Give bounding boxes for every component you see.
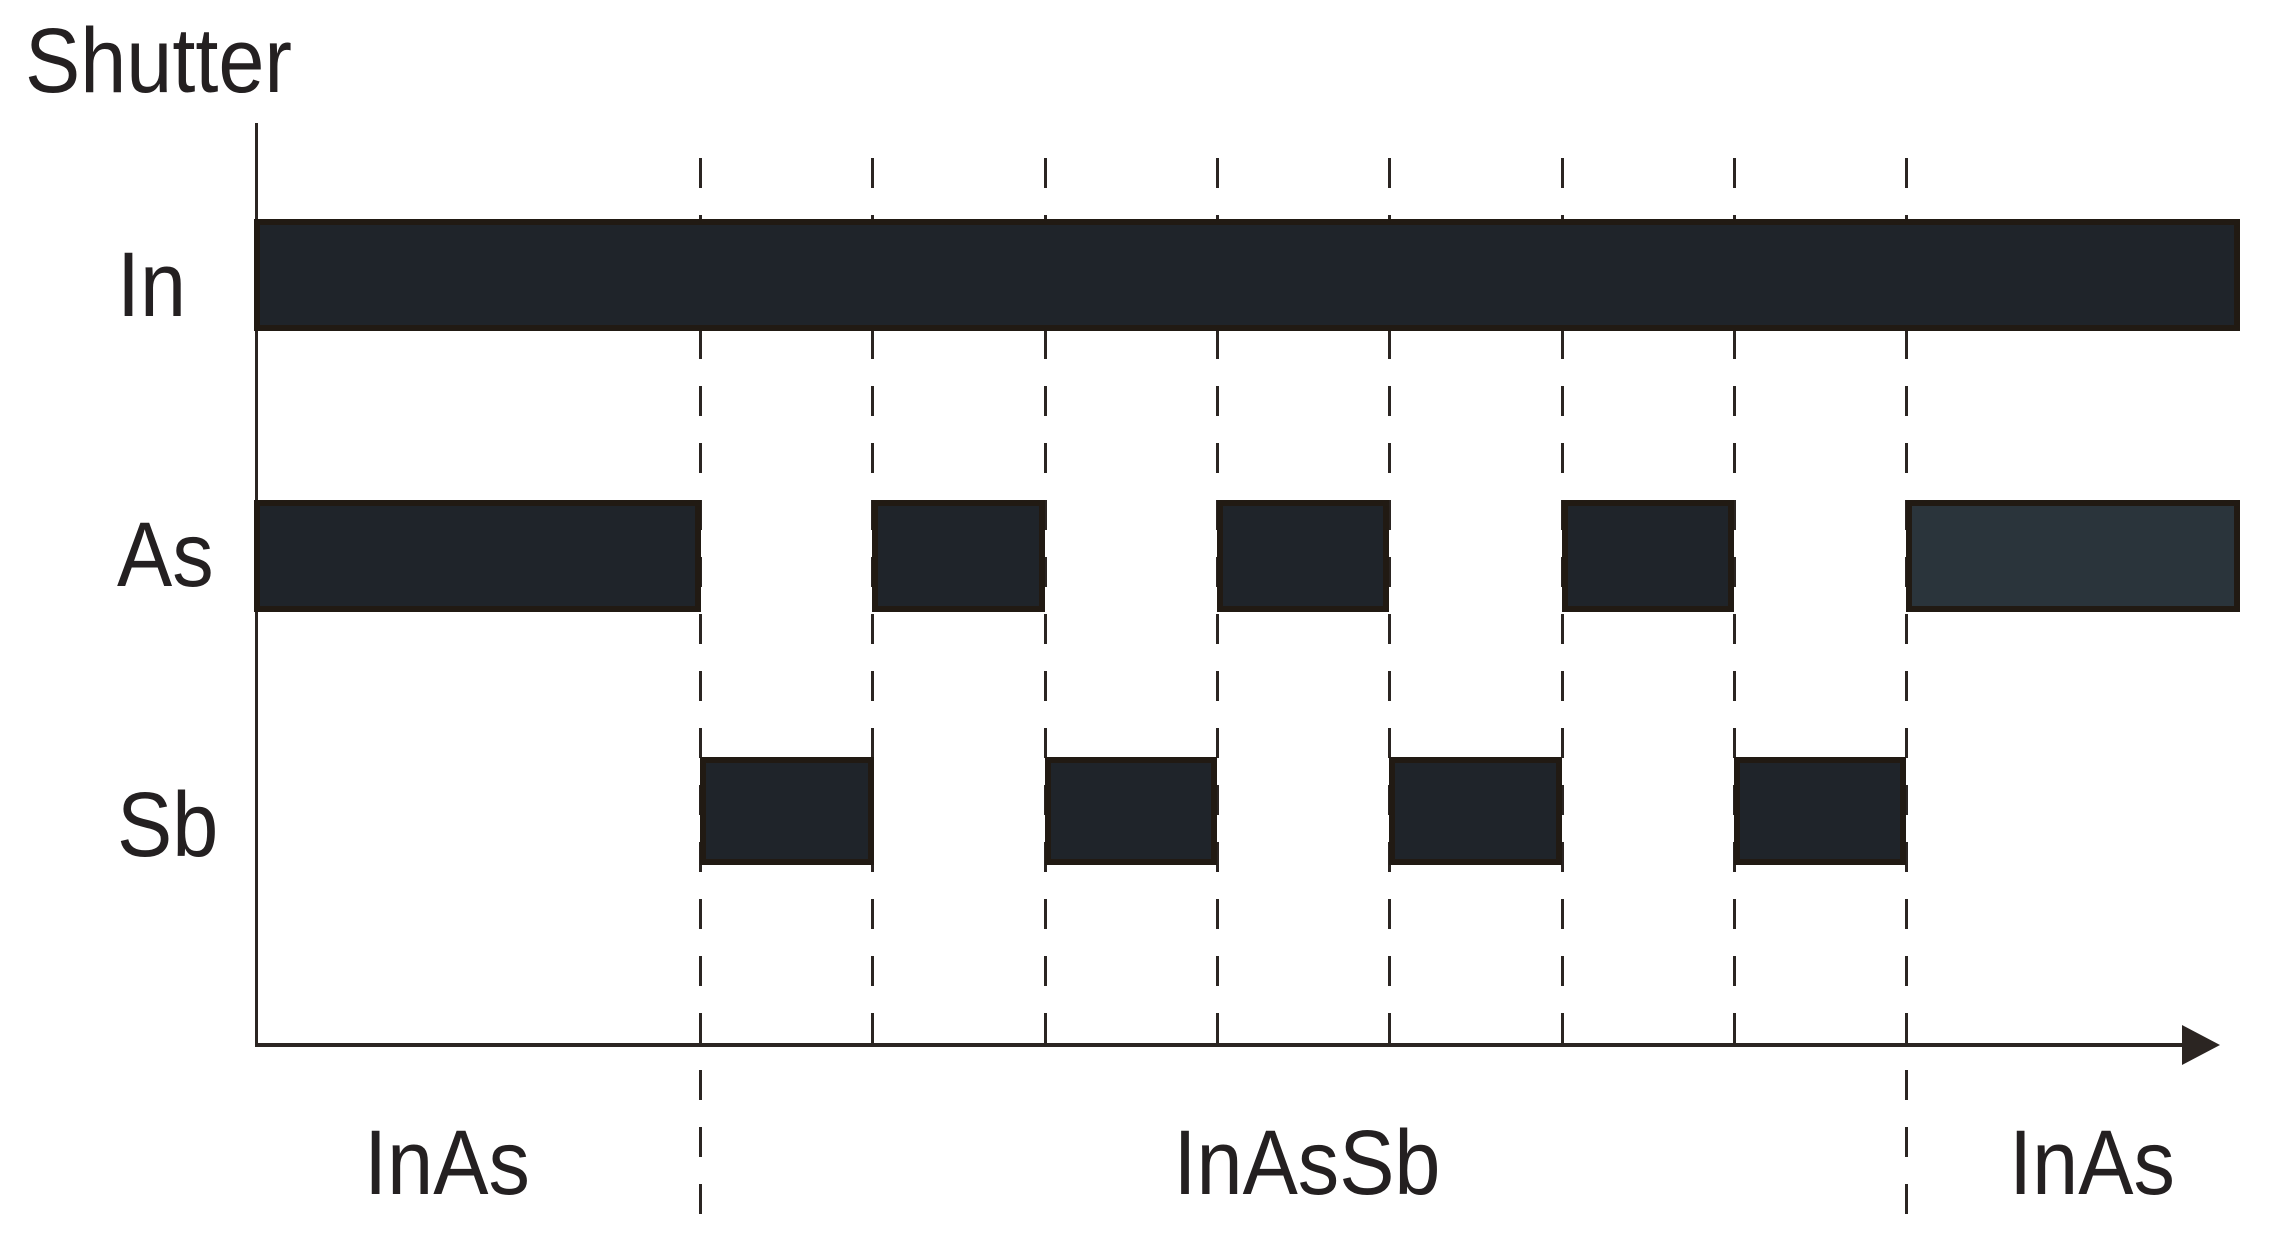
row-label-sb: Sb bbox=[117, 774, 219, 876]
as-shutter-bar bbox=[872, 500, 1045, 612]
row-label-in: In bbox=[117, 234, 187, 336]
long-dashed-gridline bbox=[1905, 158, 1908, 1226]
dashed-gridline bbox=[1388, 158, 1391, 1045]
sb-shutter-bar bbox=[1389, 757, 1562, 865]
long-dashed-gridline bbox=[699, 158, 702, 1226]
row-label-as: As bbox=[117, 504, 214, 606]
in-shutter-bar bbox=[254, 219, 2240, 331]
sb-shutter-bar bbox=[1734, 757, 1906, 865]
sb-shutter-bar bbox=[1045, 757, 1217, 865]
as-shutter-bar bbox=[1217, 500, 1389, 612]
time-axis-arrowhead-icon bbox=[2182, 1025, 2220, 1065]
region-label-inassb: InAsSb bbox=[1173, 1112, 1441, 1214]
region-label-inas-last: InAs bbox=[2009, 1112, 2175, 1214]
as-shutter-bar bbox=[1906, 500, 2240, 612]
sb-shutter-bar bbox=[700, 757, 874, 865]
time-axis-line bbox=[256, 1043, 2184, 1047]
as-shutter-bar bbox=[254, 500, 701, 612]
dashed-gridline bbox=[1044, 158, 1047, 1045]
region-label-inas-first: InAs bbox=[364, 1112, 530, 1214]
diagram-title: Shutter bbox=[25, 10, 292, 112]
as-shutter-bar bbox=[1562, 500, 1734, 612]
dashed-gridline bbox=[1733, 158, 1736, 1045]
